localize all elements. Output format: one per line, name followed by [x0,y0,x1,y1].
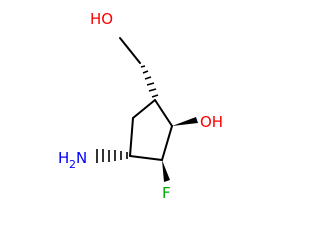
molecule-structure: HO OH H 2 N F [58,10,223,202]
amine-n-label: N [76,149,87,167]
bond-c3-c4 [161,125,173,161]
bond-ch2-oh [119,37,141,64]
top-hydroxyl-label: HO [90,10,113,28]
wedge-bond-oh [172,117,198,126]
hash-bond-nh2 [96,149,128,163]
bond-c2-c3 [154,99,173,127]
hash-bond-ch2 [140,65,159,98]
fluorine-label: F [162,184,171,202]
right-hydroxyl-label: OH [200,113,223,131]
bond-c4-c5 [129,155,163,161]
bond-c1-c2 [132,99,156,119]
amine-h-label: H [58,149,69,167]
bond-c5-c1 [129,117,134,157]
ring-bonds [129,99,173,161]
substituent-bonds [119,37,141,64]
amine-subscript-label: 2 [69,158,76,171]
wedge-bond-f [162,160,170,182]
